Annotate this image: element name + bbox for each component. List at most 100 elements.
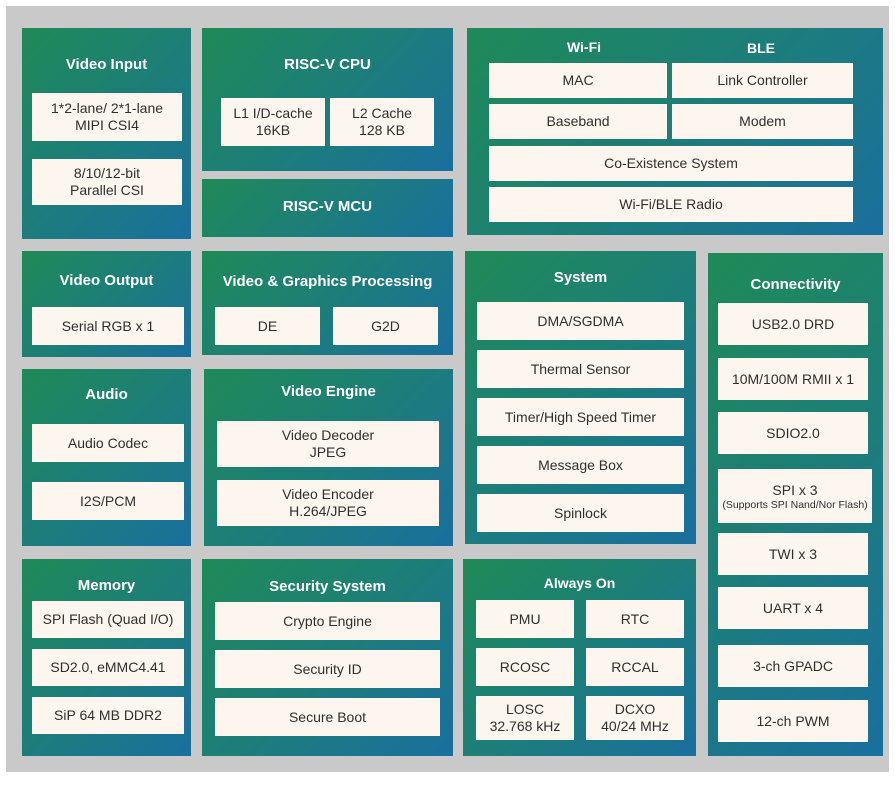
- block-label: Modem: [739, 113, 786, 129]
- block-label: Link Controller: [717, 72, 808, 88]
- panel-video-engine: Video Engine Video Decoder JPEG Video En…: [204, 369, 453, 546]
- block-label: USB2.0 DRD: [751, 315, 835, 332]
- block-dma: DMA/SGDMA: [477, 302, 684, 340]
- panel-title: Video Input: [65, 56, 148, 73]
- block-label: DCXO: [614, 701, 656, 717]
- block-crypto-engine: Crypto Engine: [215, 602, 440, 640]
- block-label: Thermal Sensor: [530, 360, 631, 377]
- block-g2d: G2D: [333, 307, 438, 345]
- block-l2-cache: L2 Cache 128 KB: [330, 98, 434, 146]
- block-baseband: Baseband: [489, 104, 667, 139]
- block-label: I2S/PCM: [79, 492, 136, 509]
- block-secure-boot: Secure Boot: [215, 698, 440, 736]
- block-security-id: Security ID: [215, 650, 440, 688]
- block-losc: LOSC 32.768 kHz: [476, 696, 574, 740]
- block-spi: SPI x 3 (Supports SPI Nand/Nor Flash): [718, 469, 872, 523]
- block-label: Crypto Engine: [283, 612, 372, 629]
- block-label: Audio Codec: [67, 434, 149, 451]
- block-mac: MAC: [489, 63, 667, 98]
- block-usb: USB2.0 DRD: [718, 303, 868, 345]
- block-video-encoder: Video Encoder H.264/JPEG: [217, 480, 439, 526]
- block-label-2: 128 KB: [359, 122, 405, 138]
- panel-title: Connectivity: [750, 276, 841, 293]
- block-label: UART x 4: [762, 599, 824, 616]
- block-label-2: 40/24 MHz: [601, 718, 669, 734]
- block-sdio: SDIO2.0: [718, 412, 868, 454]
- panel-video-output: Video Output Serial RGB x 1: [22, 251, 191, 357]
- block-pmu: PMU: [476, 600, 574, 638]
- block-label: 1*2-lane/ 2*1-lane: [50, 100, 164, 116]
- block-label: Wi-Fi/BLE Radio: [619, 196, 723, 212]
- block-label: 3-ch GPADC: [753, 657, 833, 674]
- panel-title: Video & Graphics Processing: [222, 273, 433, 290]
- block-sd-emmc: SD2.0, eMMC4.41: [32, 649, 184, 686]
- block-audio-codec: Audio Codec: [32, 424, 184, 462]
- soc-block-diagram: Video Input 1*2-lane/ 2*1-lane MIPI CSI4…: [6, 6, 889, 772]
- block-rcosc: RCOSC: [476, 648, 574, 686]
- block-label: LOSC: [505, 701, 545, 717]
- block-rccal: RCCAL: [586, 648, 684, 686]
- panel-security: Security System Crypto Engine Security I…: [202, 559, 453, 756]
- panel-title: Video Engine: [281, 383, 376, 400]
- block-pwm: 12-ch PWM: [718, 700, 868, 742]
- block-uart: UART x 4: [718, 587, 868, 629]
- block-label: RTC: [620, 610, 650, 627]
- block-link-controller: Link Controller: [672, 63, 853, 98]
- panel-title-ble: BLE: [747, 40, 775, 56]
- block-label: Co-Existence System: [604, 155, 738, 171]
- block-rtc: RTC: [586, 600, 684, 638]
- block-label-2: Parallel CSI: [70, 182, 144, 198]
- panel-title: Always On: [543, 575, 616, 591]
- panel-system: System DMA/SGDMA Thermal Sensor Timer/Hi…: [465, 251, 696, 544]
- panel-title: Security System: [269, 578, 386, 595]
- block-label: Message Box: [538, 456, 623, 473]
- block-timer: Timer/High Speed Timer: [477, 398, 684, 436]
- block-label: Video Decoder: [281, 427, 375, 443]
- block-radio: Wi-Fi/BLE Radio: [489, 187, 853, 222]
- block-label: Secure Boot: [288, 708, 367, 725]
- block-thermal-sensor: Thermal Sensor: [477, 350, 684, 388]
- panel-title: Memory: [77, 577, 136, 594]
- block-parallel-csi: 8/10/12-bit Parallel CSI: [32, 159, 182, 205]
- block-label: Baseband: [546, 113, 610, 129]
- block-ddr2: SiP 64 MB DDR2: [32, 697, 184, 734]
- block-label: DMA/SGDMA: [537, 312, 624, 329]
- panel-wifi-ble: Wi-Fi BLE MAC Link Controller Baseband M…: [467, 28, 883, 235]
- block-dcxo: DCXO 40/24 MHz: [586, 696, 684, 740]
- block-i2s-pcm: I2S/PCM: [32, 482, 184, 520]
- panel-title: RISC-V MCU: [282, 198, 373, 215]
- block-label: SPI x 3: [772, 481, 818, 498]
- panel-risc-v-cpu: RISC-V CPU L1 I/D-cache 16KB L2 Cache 12…: [202, 28, 453, 171]
- block-label: Serial RGB x 1: [61, 317, 155, 334]
- block-label: MAC: [562, 72, 594, 88]
- block-label: Timer/High Speed Timer: [504, 408, 657, 425]
- block-message-box: Message Box: [477, 446, 684, 484]
- block-label: L2 Cache: [352, 105, 412, 121]
- panel-title-wifi: Wi-Fi: [566, 39, 602, 55]
- block-gpadc: 3-ch GPADC: [718, 645, 868, 687]
- block-label: 12-ch PWM: [756, 712, 830, 729]
- block-serial-rgb: Serial RGB x 1: [32, 307, 184, 345]
- panel-title: Video Output: [59, 272, 154, 289]
- block-label: TWI x 3: [768, 545, 818, 562]
- block-label-2: MIPI CSI4: [75, 117, 139, 133]
- block-spi-flash: SPI Flash (Quad I/O): [32, 601, 184, 638]
- panel-risc-v-mcu: RISC-V MCU: [202, 179, 453, 237]
- block-label: RCCAL: [611, 658, 659, 675]
- block-label: RCOSC: [499, 658, 551, 675]
- block-label: PMU: [509, 610, 541, 627]
- block-label: SPI Flash (Quad I/O): [42, 611, 174, 627]
- block-label: Security ID: [293, 660, 362, 677]
- panel-title: Audio: [85, 386, 128, 403]
- block-label: SDIO2.0: [766, 424, 820, 441]
- block-label: 8/10/12-bit: [73, 165, 141, 181]
- block-label: Spinlock: [554, 504, 607, 521]
- block-label: SD2.0, eMMC4.41: [50, 659, 166, 675]
- panel-audio: Audio Audio Codec I2S/PCM: [22, 369, 191, 546]
- panel-title: RISC-V CPU: [284, 56, 371, 73]
- block-label: 10M/100M RMII x 1: [731, 370, 855, 387]
- block-mipi-csi: 1*2-lane/ 2*1-lane MIPI CSI4: [32, 93, 182, 141]
- block-label-2: 16KB: [255, 122, 291, 138]
- block-label-2: 32.768 kHz: [489, 718, 561, 734]
- panel-always-on: Always On PMU RTC RCOSC RCCAL LOSC 32.76…: [463, 559, 696, 756]
